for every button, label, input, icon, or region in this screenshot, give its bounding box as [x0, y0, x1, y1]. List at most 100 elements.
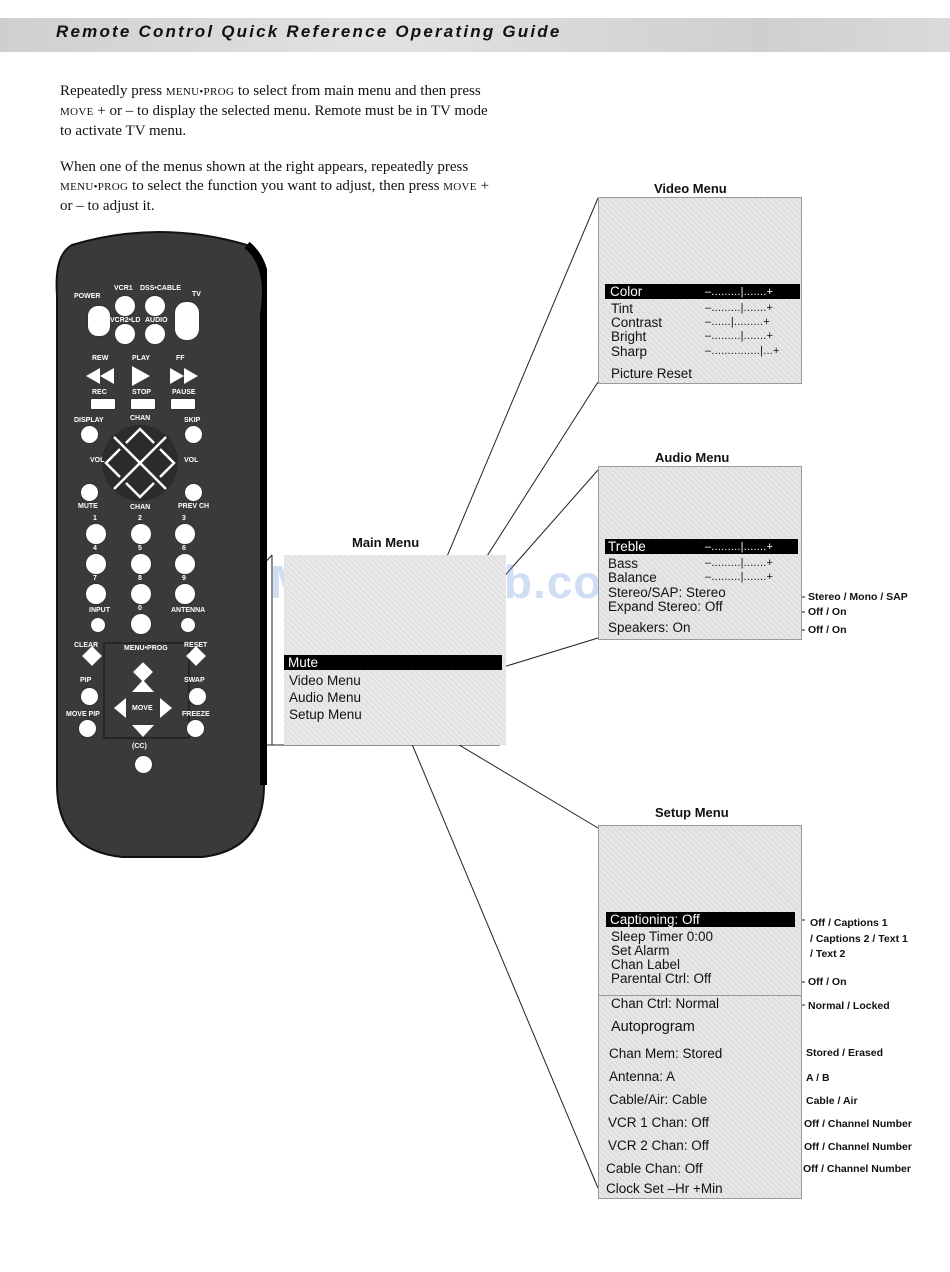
swap-button[interactable]: [188, 687, 207, 706]
power-button[interactable]: [87, 305, 111, 337]
setup-row-vcr2-chan[interactable]: VCR 2 Chan: Off: [608, 1138, 710, 1153]
audio-note-speakers: Off / On: [808, 624, 847, 636]
header-bar: Remote Control Quick Reference Operating…: [0, 18, 950, 52]
vol-right-label: VOL: [184, 457, 199, 464]
stop-button[interactable]: [130, 398, 156, 410]
video-menu-item-picture-reset[interactable]: Picture Reset: [611, 366, 693, 381]
digit-2-button[interactable]: [130, 523, 152, 545]
setup-note-chan-ctrl: Normal / Locked: [808, 1000, 890, 1012]
pause-label: PAUSE: [172, 389, 196, 396]
cc-button[interactable]: [134, 755, 153, 774]
display-button[interactable]: [80, 425, 99, 444]
digit-0-button[interactable]: [130, 613, 152, 635]
video-menu-item-contrast[interactable]: Contrast: [611, 315, 663, 330]
digit-4-button[interactable]: [85, 553, 107, 575]
rec-label: REC: [92, 389, 107, 396]
tv-button[interactable]: [174, 301, 200, 341]
vcr1-button[interactable]: [114, 295, 136, 317]
digit-label: 5: [138, 545, 142, 552]
audio-menu-item-stereo-sap[interactable]: Stereo/SAP: Stereo: [608, 585, 726, 600]
intro-paragraph-1: Repeatedly press MENU•PROG to select fro…: [60, 83, 488, 139]
main-menu-item-setup[interactable]: Setup Menu: [289, 707, 362, 722]
menu-prog-label: MENU•PROG: [124, 645, 168, 652]
audio-note-stereo: Stereo / Mono / SAP: [808, 591, 908, 603]
move-pip-button[interactable]: [78, 719, 97, 738]
input-label: INPUT: [89, 607, 110, 614]
audio-menu-title: Audio Menu: [655, 450, 730, 465]
remote-body: [55, 231, 267, 858]
prev-ch-label: PREV CH: [178, 503, 210, 510]
rew-label: REW: [92, 355, 109, 362]
audio-balance-scale: –.........|.......+: [705, 571, 774, 583]
dss-cable-button[interactable]: [144, 295, 166, 317]
digit-7-button[interactable]: [85, 583, 107, 605]
setup-row-cable-air[interactable]: Cable/Air: Cable: [609, 1092, 708, 1107]
digit-6-button[interactable]: [174, 553, 196, 575]
digit-label: 7: [93, 575, 97, 582]
setup-row-vcr1-chan[interactable]: VCR 1 Chan: Off: [608, 1115, 710, 1130]
video-menu-item-tint[interactable]: Tint: [611, 301, 634, 316]
setup-row-chan-mem[interactable]: Chan Mem: Stored: [609, 1046, 723, 1061]
setup-menu-item-chan-label[interactable]: Chan Label: [611, 957, 681, 972]
video-menu-item-color[interactable]: Color: [605, 284, 800, 299]
digit-9-button[interactable]: [174, 583, 196, 605]
setup-menu-item-sleep-timer[interactable]: Sleep Timer 0:00: [611, 929, 714, 944]
stop-label: STOP: [132, 389, 151, 396]
digit-label: 4: [93, 545, 97, 552]
audio-menu-item-balance[interactable]: Balance: [608, 570, 657, 585]
input-button[interactable]: [90, 617, 106, 633]
antenna-button[interactable]: [180, 617, 196, 633]
audio-button[interactable]: [144, 323, 166, 345]
skip-label: SKIP: [184, 417, 201, 424]
setup-row-antenna[interactable]: Antenna: A: [609, 1069, 676, 1084]
digit-label: 0: [138, 605, 142, 612]
setup-menu-rows: Chan Ctrl: Normal Autoprogram Chan Mem: …: [598, 995, 802, 1199]
pip-button[interactable]: [80, 687, 99, 706]
setup-note-captioning-3: / Text 2: [810, 948, 846, 960]
digit-3-button[interactable]: [174, 523, 196, 545]
digit-label: 1: [93, 515, 97, 522]
setup-note-captioning-2: / Captions 2 / Text 1: [810, 933, 908, 945]
cc-label: (CC): [132, 743, 147, 750]
video-menu-item-bright[interactable]: Bright: [611, 329, 647, 344]
prev-ch-button[interactable]: [184, 483, 203, 502]
main-menu-item-video[interactable]: Video Menu: [289, 673, 361, 688]
remote-control: POWER VCR1 DSS•CABLE TV VCR2•LD AUDIO RE…: [52, 225, 267, 865]
setup-row-cable-chan[interactable]: Cable Chan: Off: [606, 1161, 703, 1176]
mute-label: MUTE: [78, 503, 98, 510]
setup-row-clock-set[interactable]: Clock Set –Hr +Min: [606, 1181, 723, 1196]
ff-label: FF: [176, 355, 185, 362]
freeze-button[interactable]: [186, 719, 205, 738]
setup-menu-item-parental-ctrl[interactable]: Parental Ctrl: Off: [611, 971, 712, 986]
swap-label: SWAP: [184, 677, 205, 684]
vcr2-ld-button[interactable]: [114, 323, 136, 345]
audio-menu-item-expand-stereo[interactable]: Expand Stereo: Off: [608, 599, 723, 614]
setup-note-cable-air: Cable / Air: [806, 1095, 858, 1107]
audio-menu-item-bass[interactable]: Bass: [608, 556, 639, 571]
display-label: DISPLAY: [74, 417, 104, 424]
video-menu-screen: Color –.........|.......+ Tint –........…: [598, 197, 802, 384]
main-menu-item-audio[interactable]: Audio Menu: [289, 690, 362, 705]
audio-bass-scale: –.........|.......+: [705, 557, 774, 569]
setup-menu-item-captioning[interactable]: Captioning: Off: [606, 912, 795, 927]
clear-label: CLEAR: [74, 642, 99, 649]
pause-button[interactable]: [170, 398, 196, 410]
video-menu-title: Video Menu: [654, 181, 727, 196]
rec-button[interactable]: [90, 398, 116, 410]
digit-1-button[interactable]: [85, 523, 107, 545]
digit-5-button[interactable]: [130, 553, 152, 575]
setup-note-parental: Off / On: [808, 976, 847, 988]
audio-menu-item-treble[interactable]: Treble: [605, 539, 798, 554]
digit-label: 8: [138, 575, 142, 582]
skip-button[interactable]: [184, 425, 203, 444]
setup-row-chan-ctrl[interactable]: Chan Ctrl: Normal: [611, 996, 720, 1011]
main-menu-item-mute[interactable]: Mute: [284, 655, 502, 670]
mute-button[interactable]: [80, 483, 99, 502]
setup-menu-item-set-alarm[interactable]: Set Alarm: [611, 943, 670, 958]
play-label: PLAY: [132, 355, 151, 362]
digit-8-button[interactable]: [130, 583, 152, 605]
audio-menu-item-speakers[interactable]: Speakers: On: [608, 620, 691, 635]
tv-label: TV: [192, 291, 201, 298]
setup-row-autoprogram[interactable]: Autoprogram: [611, 1019, 695, 1035]
video-menu-item-sharp[interactable]: Sharp: [611, 344, 648, 359]
